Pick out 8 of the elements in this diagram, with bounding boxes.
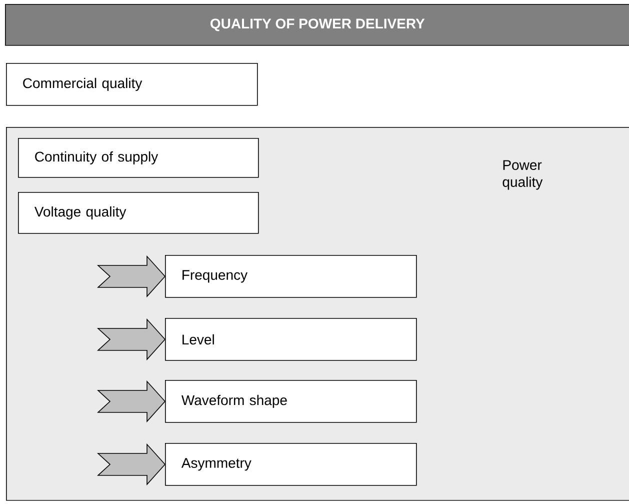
text-box: Waveform shape xyxy=(165,380,417,423)
title-bar: QUALITY OF POWER DELIVERY xyxy=(5,4,629,46)
text-box: Frequency xyxy=(165,255,417,298)
text-box: Asymmetry xyxy=(165,443,417,486)
text-box: Voltage quality xyxy=(18,192,259,234)
text-box: Commercial quality xyxy=(6,63,258,106)
text-box: Continuity of supply xyxy=(18,138,259,178)
text-box: Level xyxy=(165,318,417,361)
